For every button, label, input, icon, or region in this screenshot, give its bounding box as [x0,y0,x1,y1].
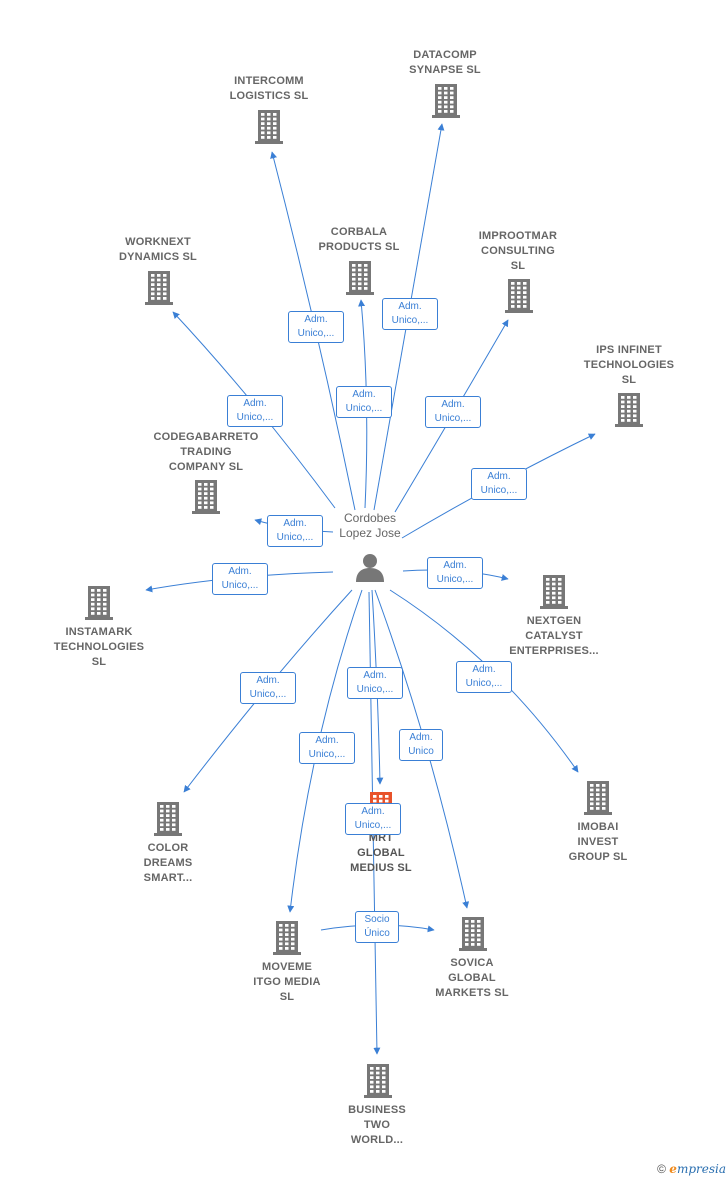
company-label: WORKNEXT DYNAMICS SL [119,236,197,263]
building-icon [154,802,182,841]
company-label: CORBALA PRODUCTS SL [318,226,400,253]
footer-brand[interactable]: © empresia [657,1162,726,1176]
edge-label-nextgen[interactable]: Adm.Unico,... [427,557,483,589]
edge-label-codegabarreto[interactable]: Adm.Unico,... [267,515,323,547]
building-icon [364,1064,392,1103]
company-label: SOVICA GLOBAL MARKETS SL [435,957,509,999]
edge-label-worknext[interactable]: Adm.Unico,... [227,395,283,427]
edge-label-intercomm[interactable]: Adm.Unico,... [288,311,344,343]
building-icon [615,393,643,432]
person-name: Cordobes Lopez Jose [339,511,401,540]
edge-label-improotmar[interactable]: Adm.Unico,... [425,396,481,428]
company-label: IMOBAI INVEST GROUP SL [568,821,628,863]
building-icon [145,271,173,310]
building-icon [505,279,533,318]
edge-label-corbala[interactable]: Adm.Unico,... [336,386,392,418]
edge-label-imobai[interactable]: Adm.Unico,... [456,661,512,693]
company-label: IPS INFINET TECHNOLOGIES SL [583,344,675,386]
building-icon [85,586,113,625]
edge-label-ipsinfinet[interactable]: Adm.Unico,... [471,468,527,500]
edge-label-instamark[interactable]: Adm.Unico,... [212,563,268,595]
building-icon [273,921,301,960]
company-label: CODEGABARRETO TRADING COMPANY SL [153,431,259,473]
edge-label-businesstwo[interactable]: Adm.Unico,... [345,803,401,835]
building-icon [432,84,460,123]
company-label: INTERCOMM LOGISTICS SL [229,75,309,102]
company-label: COLOR DREAMS SMART... [143,842,193,884]
building-icon [540,575,568,614]
copyright-symbol: © [657,1162,666,1176]
building-icon [584,781,612,820]
company-label: BUSINESS TWO WORLD... [348,1104,406,1146]
company-label: NEXTGEN CATALYST ENTERPRISES... [509,615,599,657]
building-icon [459,917,487,956]
building-icon [255,110,283,149]
edge-label-moveme[interactable]: Adm.Unico,... [299,732,355,764]
company-label: MOVEME ITGO MEDIA SL [253,961,321,1003]
brand-logo: empresia [669,1162,726,1176]
edge-label-mrglobal[interactable]: Adm.Unico,... [347,667,403,699]
company-label: DATACOMP SYNAPSE SL [409,49,481,76]
company-label: IMPROOTMAR CONSULTING SL [478,230,558,272]
building-icon [346,261,374,300]
building-icon [192,480,220,519]
person-icon [356,554,384,582]
edge-label-datacomp[interactable]: Adm.Unico,... [382,298,438,330]
edge-label-sovica[interactable]: Adm.Unico [399,729,443,761]
company-label: MRT GLOBAL MEDIUS SL [350,832,412,874]
company-label: INSTAMARK TECHNOLOGIES SL [53,626,145,668]
edge-label-colordreams[interactable]: Adm.Unico,... [240,672,296,704]
